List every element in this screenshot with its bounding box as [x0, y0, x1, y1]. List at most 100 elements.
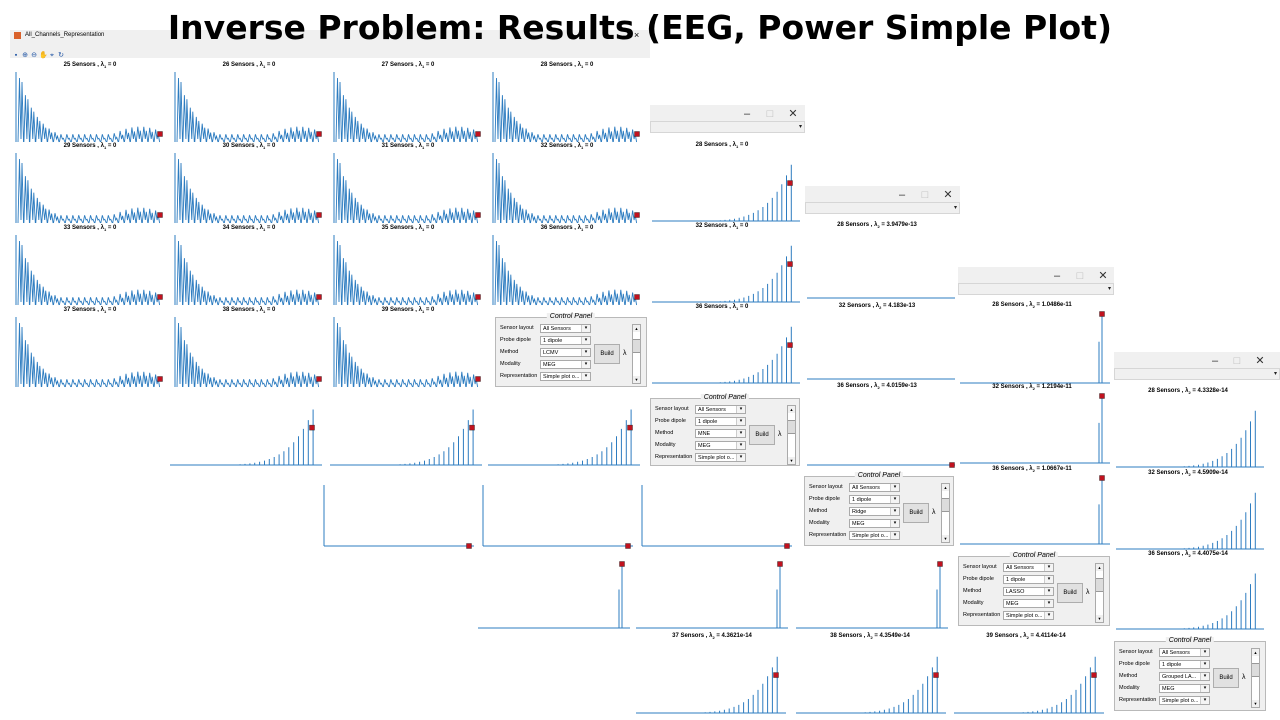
mne-axes-dropdown[interactable]: ▾ [650, 121, 805, 133]
representation-select[interactable]: Simple plot o...▾ [1159, 696, 1210, 705]
probe-dipole-select[interactable]: 1 dipole▾ [849, 495, 900, 504]
close-button[interactable]: ✕ [943, 189, 953, 201]
maximize-button[interactable]: □ [1076, 270, 1084, 282]
plot-peak-marker [475, 376, 481, 382]
plot-lcmv-31 [333, 153, 481, 224]
chevron-down-icon: ▾ [1044, 600, 1053, 607]
slider-down-arrow-icon[interactable]: ▼ [633, 376, 640, 383]
plot-peak-marker [625, 543, 631, 549]
plot-series-line [176, 240, 320, 306]
lambda-slider[interactable]: ▲▼ [787, 405, 796, 465]
method-select[interactable]: MNE▾ [695, 429, 746, 438]
lambda-slider[interactable]: ▲▼ [941, 483, 950, 543]
build-button[interactable]: Build [903, 503, 929, 523]
representation-select[interactable]: Simple plot o...▾ [695, 453, 746, 462]
slider-down-arrow-icon[interactable]: ▼ [942, 535, 949, 542]
modality-select[interactable]: MEG▾ [849, 519, 900, 528]
slider-thumb[interactable] [788, 420, 795, 434]
minimize-button[interactable]: – [1053, 270, 1061, 282]
slide-title: Inverse Problem: Results (EEG, Power Sim… [167, 8, 1113, 47]
close-button[interactable]: ✕ [1098, 270, 1108, 282]
plot-peak-marker [784, 543, 790, 549]
lambda-slider[interactable]: ▲▼ [1251, 648, 1260, 708]
modality-label: Modality [500, 361, 521, 367]
chevron-down-icon: ▾ [581, 325, 590, 332]
lambda-label: λ [1242, 674, 1246, 681]
sensor-layout-select[interactable]: All Sensors▾ [695, 405, 746, 414]
slider-down-arrow-icon[interactable]: ▼ [1096, 615, 1103, 622]
method-select[interactable]: LCMV▾ [540, 348, 591, 357]
slider-down-arrow-icon[interactable]: ▼ [788, 457, 795, 464]
chevron-down-icon: ▾ [1200, 697, 1209, 704]
minimize-button[interactable]: – [743, 108, 751, 120]
representation-label: Representation [500, 373, 538, 379]
plot-lasso-38-bg [482, 485, 633, 549]
slider-up-arrow-icon[interactable]: ▲ [942, 484, 949, 491]
slider-up-arrow-icon[interactable]: ▲ [1096, 564, 1103, 571]
probe-dipole-select[interactable]: 1 dipole▾ [1159, 660, 1210, 669]
method-select[interactable]: LASSO▾ [1003, 587, 1054, 596]
plot-grouped-37-bg [170, 409, 322, 466]
plot-peak-marker [475, 131, 481, 137]
slider-up-arrow-icon[interactable]: ▲ [633, 325, 640, 332]
maximize-button[interactable]: □ [766, 108, 774, 120]
control-panel-title: Control Panel [1165, 637, 1215, 644]
representation-select[interactable]: Simple plot o...▾ [849, 531, 900, 540]
modality-select[interactable]: MEG▾ [1159, 684, 1210, 693]
minimize-button[interactable]: – [1211, 355, 1219, 367]
maximize-button[interactable]: □ [1233, 355, 1241, 367]
build-button[interactable]: Build [749, 425, 775, 445]
data-cursor-icon[interactable]: ⌖ [50, 52, 54, 59]
slider-down-arrow-icon[interactable]: ▼ [1252, 700, 1259, 707]
grouped-axes-dropdown[interactable]: ▾ [1114, 368, 1280, 380]
zoom-in-icon[interactable]: ⊕ [22, 52, 28, 59]
build-button[interactable]: Build [1213, 668, 1239, 688]
close-button[interactable]: ✕ [1255, 355, 1265, 367]
zoom-out-icon[interactable]: ⊖ [31, 52, 37, 59]
control-panel-title: Control Panel [1009, 552, 1059, 559]
probe-dipole-select[interactable]: 1 dipole▾ [1003, 575, 1054, 584]
control-panel-title: Control Panel [854, 472, 904, 479]
sensor-layout-select[interactable]: All Sensors▾ [849, 483, 900, 492]
ridge-axes-dropdown[interactable]: ▾ [805, 202, 960, 214]
representation-select[interactable]: Simple plot o...▾ [1003, 611, 1054, 620]
method-select[interactable]: Grouped LA...▾ [1159, 672, 1210, 681]
sensor-layout-select[interactable]: All Sensors▾ [1159, 648, 1210, 657]
maximize-button[interactable]: □ [921, 189, 929, 201]
modality-select[interactable]: MEG▾ [695, 441, 746, 450]
slider-up-arrow-icon[interactable]: ▲ [1252, 649, 1259, 656]
slider-thumb[interactable] [1096, 578, 1103, 592]
plot-title: 28 Sensors , λ2 = 4.3328e-14 [1148, 388, 1228, 396]
method-label: Method [809, 508, 828, 514]
sensor-layout-select[interactable]: All Sensors▾ [1003, 563, 1054, 572]
lcmv-close-button[interactable]: × [634, 30, 640, 40]
probe-dipole-select[interactable]: 1 dipole▾ [695, 417, 746, 426]
plot-peak-marker [777, 561, 783, 567]
modality-select[interactable]: MEG▾ [1003, 599, 1054, 608]
build-button[interactable]: Build [594, 344, 620, 364]
chevron-down-icon: ▾ [581, 361, 590, 368]
close-button[interactable]: ✕ [788, 108, 798, 120]
pan-icon[interactable]: ✋ [39, 52, 48, 59]
sensor-layout-label: Sensor layout [655, 406, 689, 412]
build-button[interactable]: Build [1057, 583, 1083, 603]
representation-label: Representation [1119, 697, 1157, 703]
slider-thumb[interactable] [633, 339, 640, 353]
method-select[interactable]: Ridge▾ [849, 507, 900, 516]
minimize-button[interactable]: – [898, 189, 906, 201]
probe-dipole-select[interactable]: 1 dipole▾ [540, 336, 591, 345]
lambda-slider[interactable]: ▲▼ [1095, 563, 1104, 623]
slider-thumb[interactable] [1252, 663, 1259, 677]
lambda-slider[interactable]: ▲▼ [632, 324, 641, 384]
rotate-icon[interactable]: ↻ [58, 52, 64, 59]
modality-select[interactable]: MEG▾ [540, 360, 591, 369]
slider-thumb[interactable] [942, 498, 949, 512]
lasso-axes-dropdown[interactable]: ▾ [958, 283, 1114, 295]
slider-up-arrow-icon[interactable]: ▲ [788, 406, 795, 413]
save-icon[interactable]: ▪ [14, 52, 18, 59]
representation-select[interactable]: Simple plot o...▾ [540, 372, 591, 381]
sensor-layout-select[interactable]: All Sensors▾ [540, 324, 591, 333]
